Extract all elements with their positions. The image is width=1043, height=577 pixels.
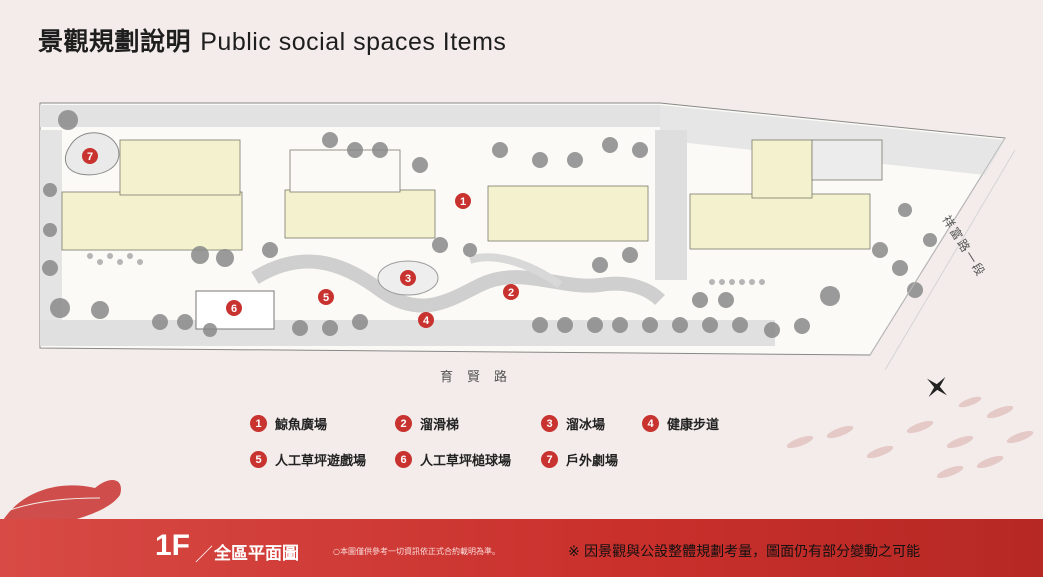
marker-5: 5 [318,289,334,305]
building-a2 [119,139,241,196]
marker-2: 2 [503,284,519,300]
svg-text:5: 5 [323,292,329,304]
legend: 1 鯨魚廣場 2 溜滑梯 3 溜冰場 4 健康步道 5 人工草坪遊戲場 6 人工… [250,414,790,474]
legend-badge: 2 [395,415,412,432]
fish-decoration [786,396,1034,479]
legend-item-1: 1 鯨魚廣場 [250,414,327,433]
compass-icon [927,377,947,397]
footer-slash: ／ [195,545,213,566]
plan-name: 全區平面圖 [214,544,299,564]
walkway-2 [468,253,563,289]
svg-text:7: 7 [87,151,93,163]
legend-badge: 1 [250,415,267,432]
legend-badge: 4 [642,415,659,432]
legend-label: 人工草坪槌球場 [420,454,512,469]
legend-item-4: 4 健康步道 [642,414,719,433]
buildings [61,139,883,251]
marker-4: 4 [418,312,434,328]
legend-label: 鯨魚廣場 [275,418,328,433]
side-road-edge-2 [884,149,1016,371]
svg-text:6: 6 [231,303,237,315]
floor-label: 1F [155,529,191,562]
trees [42,110,937,338]
whale-decoration [0,479,121,528]
svg-text:3: 3 [405,273,411,285]
building-d1 [689,193,871,250]
legend-label: 溜冰場 [566,418,606,433]
legend-badge: 6 [395,451,412,468]
svg-text:2: 2 [508,287,514,299]
title-zh: 景觀規劃說明 [38,27,192,56]
legend-badge: 3 [541,415,558,432]
legend-label: 健康步道 [667,418,720,433]
disclaimer: ○本圖僅供參考一切資訊依正式合約載明為準。 [333,547,500,556]
title-en: Public social spaces Items [200,28,507,56]
footer-bar: 1F ／ 全區平面圖 ○本圖僅供參考一切資訊依正式合約載明為準。 ※ 因景觀與公… [0,519,1043,577]
map-markers: 1 2 3 4 5 6 7 [82,148,519,328]
svg-text:1: 1 [460,196,466,208]
building-c1 [487,185,649,242]
footer-note: ※ 因景觀與公設整體規劃考量，圖面仍有部分變動之可能 [568,544,921,560]
marker-1: 1 [455,193,471,209]
building-a1 [61,191,243,251]
legend-item-5: 5 人工草坪遊戲場 [250,450,366,469]
marker-6: 6 [226,300,242,316]
legend-label: 人工草坪遊戲場 [275,454,367,469]
legend-badge: 7 [541,451,558,468]
legend-item-3: 3 溜冰場 [541,414,605,433]
paving-mid [655,130,687,280]
svg-text:4: 4 [423,315,430,327]
paving-bottom [40,320,775,346]
paving-top [40,105,660,127]
walkway [251,254,665,313]
marker-7: 7 [82,148,98,164]
legend-label: 戶外劇場 [566,454,619,469]
road-label-bottom: 育賢路 [440,370,522,385]
building-d3 [811,139,883,181]
legend-item-2: 2 溜滑梯 [395,414,459,433]
building-b1 [284,189,436,239]
building-d2 [751,139,813,199]
legend-item-6: 6 人工草坪槌球場 [395,450,511,469]
legend-badge: 5 [250,451,267,468]
side-road-edge [869,137,1006,356]
hedges [87,253,765,285]
legend-label: 溜滑梯 [420,418,460,433]
marker-3: 3 [400,270,416,286]
page-title: 景觀規劃說明 Public social spaces Items [38,22,506,58]
legend-item-7: 7 戶外劇場 [541,450,618,469]
